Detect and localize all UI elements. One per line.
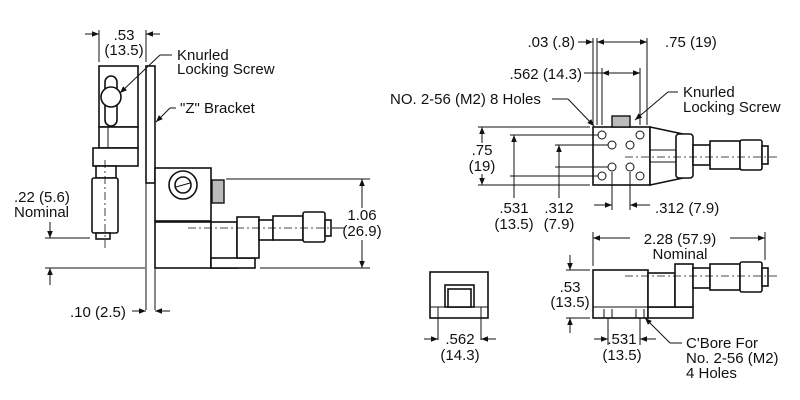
knurled-label-line2: Locking Screw [177,61,275,78]
dim-length-line1: 2.28 (57.9) [644,231,717,248]
stage-lower [98,126,139,149]
dim-hole-v-outer-inch: .531 [499,200,528,217]
dim-hole-v-inner-inch: .312 [544,200,573,217]
dim-top-height-inch: .75 [472,142,493,159]
stage-micrometer-collar [236,216,260,259]
dim-end-width-inch: .562 [445,331,474,348]
dim-side-height-inch: .53 [560,279,581,296]
micrometer-collar [92,147,139,167]
top-knurled-label-line1: Knurled [683,84,735,101]
dim-thickness: .10 (2.5) [70,304,126,321]
holes-label: NO. 2-56 (M2) 8 Holes [390,91,541,108]
dim-offset-line1: .22 (5.6) [14,189,70,206]
left-view: .53 (13.5) Knurled Locking Screw "Z" Bra… [14,27,382,321]
dim-hole-span: .562 (14.3) [509,66,582,83]
end-view: .562 (14.3) [424,271,496,364]
top-micrometer-collar [675,133,694,179]
dim-width-inch: .53 [114,27,135,44]
top-view: .03 (.8) .75 (19) .562 (14.3) NO. 2-56 (… [390,34,781,233]
dim-width-mm: (13.5) [104,42,143,59]
z-bracket-label: "Z" Bracket [180,100,256,117]
z-bracket-plate [145,65,156,184]
dim-side-hole-span-inch: .531 [607,331,636,348]
dim-gap: .03 (.8) [527,34,575,51]
dim-top-width: .75 (19) [665,34,717,51]
knurled-screw-knob-icon [100,86,122,108]
dim-height-inch: 1.06 [347,207,376,224]
dim-length-line2: Nominal [652,246,707,263]
dim-side-hole-span-mm: (13.5) [602,347,641,364]
knurled-label-line1: Knurled [177,47,229,64]
micrometer-tip [95,232,111,240]
top-knurled-screw [611,115,631,128]
cbore-label-line2: No. 2-56 (M2) [686,350,779,367]
base-stage-block [154,221,212,269]
dim-height-mm: (26.9) [342,223,381,240]
knurled-screw-side [211,179,225,204]
side-stage-block [592,269,649,319]
cbore-label-line3: 4 Holes [686,365,737,382]
dim-hole-v-inner-mm: (7.9) [544,216,575,233]
dim-offset-line2: Nominal [14,204,69,221]
micrometer-barrel [95,165,117,179]
side-view: 2.28 (57.9) Nominal .53 (13.5) .531 (13.… [550,231,780,382]
side-micrometer-collar [674,263,694,308]
dim-top-height-mm: (19) [469,158,496,175]
dim-end-width-mm: (14.3) [440,347,479,364]
dim-side-height-mm: (13.5) [550,294,589,311]
dim-hole-h-inner: .312 (7.9) [655,200,719,217]
cbore-label-line1: C'Bore For [686,335,758,352]
top-knurled-label-line2: Locking Screw [683,99,781,116]
dim-hole-v-outer-mm: (13.5) [494,216,533,233]
